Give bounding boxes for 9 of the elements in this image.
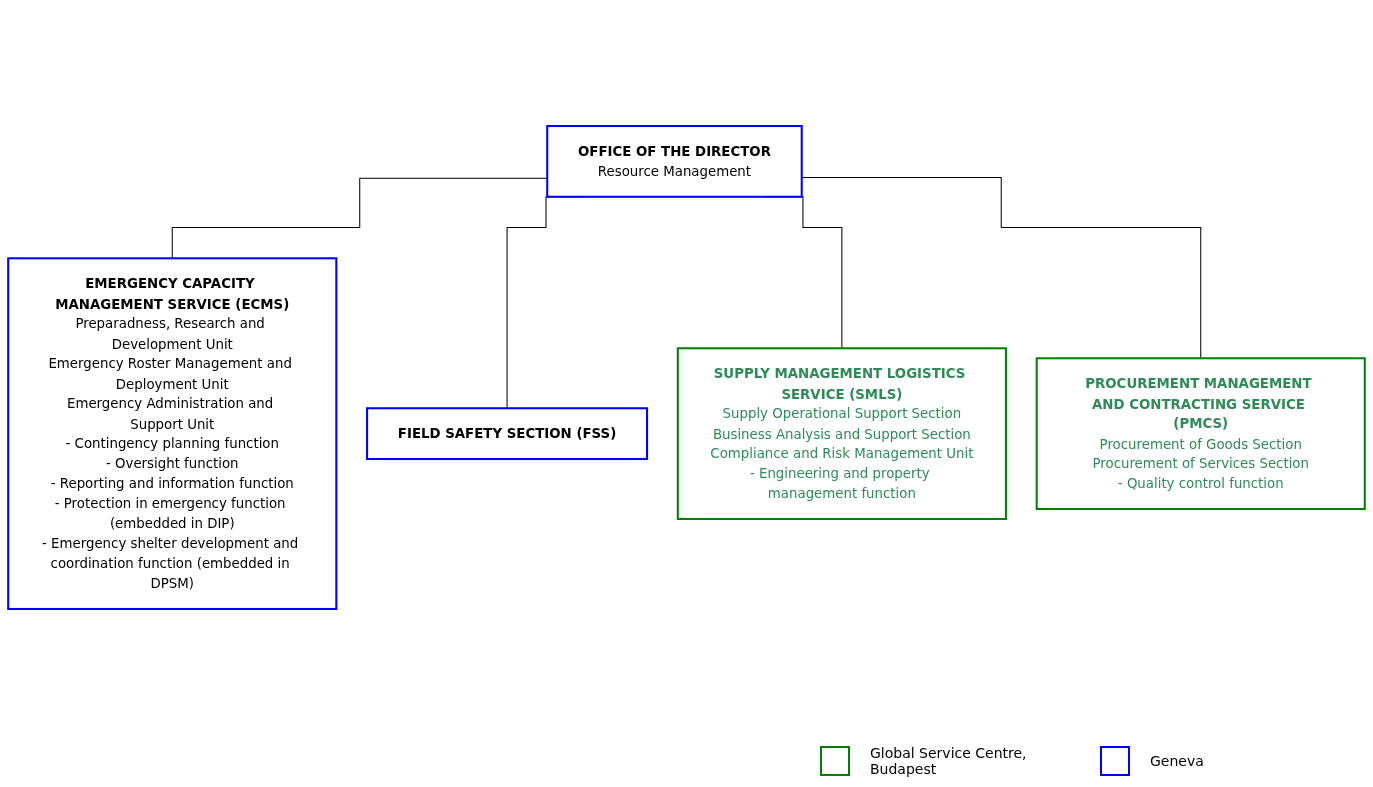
connector <box>171 177 548 259</box>
node-box: PROCUREMENT MANAGEMENT AND CONTRACTING SERVICE (PMCS) Procurement of Goods Section Procurement of Services Section - Quality control function <box>1035 357 1366 511</box>
node-box: EMERGENCY CAPACITY MANAGEMENT SERVICE (ECMS) Preparadness, Research and Development Unit Emergency Roster Management and Deployment Unit Emergency Administration and Support Unit - Contingency planning function - Oversight function - Reporting and information function - Protection in emergency function (embedded in DIP) - Emergency shelter development and coordination function (embedded in DPSM) <box>7 257 338 610</box>
connector <box>801 176 1202 359</box>
legend-text: Global Service Centre, Budapest <box>870 745 1028 777</box>
node-box: FIELD SAFETY SECTION (FSS) <box>366 407 649 461</box>
node-box: SUPPLY MANAGEMENT LOGISTICS SERVICE (SMLS) Supply Operational Support Section Business Analysis and Support Section Compliance and Risk Management Unit - Engineering and property management function <box>676 347 1007 521</box>
node-box: OFFICE OF THE DIRECTOR Resource Management <box>546 125 803 198</box>
legend-text: Geneva <box>1150 753 1204 769</box>
